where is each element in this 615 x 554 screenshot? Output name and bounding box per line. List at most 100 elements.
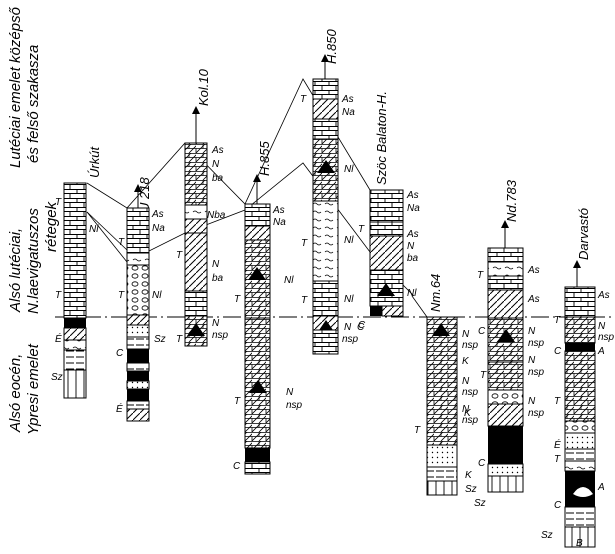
- section-symbol: As: [406, 190, 419, 201]
- section-symbol: T: [55, 290, 62, 301]
- section-symbol: T: [301, 238, 308, 249]
- section-symbol: nsp: [286, 400, 303, 411]
- stage-upper-line2: és felső szakasza: [25, 45, 42, 163]
- section-szoc-balaton: Szöc Balaton-H. As Na As N ba Nl T C: [358, 91, 420, 331]
- section-symbol: C: [233, 461, 241, 472]
- section-symbol: As: [211, 145, 224, 156]
- section-symbol: T: [118, 290, 125, 301]
- section-symbol: nsp: [528, 338, 545, 349]
- section-u218: U 218 As Na T Nl T C É Sz: [116, 177, 166, 421]
- section-symbol: C: [478, 326, 486, 337]
- section-symbol: K: [462, 356, 470, 367]
- section-symbol: K: [465, 470, 473, 481]
- section-symbol: T: [176, 334, 183, 345]
- section-name: Nd.783: [504, 179, 519, 222]
- section-symbol: É: [116, 402, 123, 415]
- section-symbol: As: [527, 294, 540, 305]
- section-symbol: nsp: [462, 387, 479, 398]
- section-symbol: T: [234, 396, 241, 407]
- section-symbol: T: [554, 454, 561, 465]
- section-symbol: Na: [407, 203, 420, 214]
- section-symbol: As: [527, 265, 540, 276]
- section-name: H.850: [324, 29, 339, 64]
- stage-labels: Lutéciai emelet középső és felső szakasz…: [7, 6, 60, 435]
- section-symbol: Nl: [407, 288, 417, 299]
- section-symbol: N: [528, 355, 536, 366]
- section-h850: H.850 As Na T Nl T Nl T Nl N nsp C: [300, 29, 365, 354]
- section-symbol: Na: [273, 217, 286, 228]
- section-name: Nm.64: [428, 274, 443, 312]
- section-symbol: A: [597, 346, 605, 357]
- section-symbol: Sz: [154, 334, 166, 345]
- section-name: Darvastó: [576, 208, 591, 260]
- section-symbol: nsp: [598, 332, 615, 343]
- section-symbol: nsp: [528, 367, 545, 378]
- section-symbol: As: [406, 229, 419, 240]
- section-symbol: É: [554, 438, 561, 451]
- section-symbol: T: [554, 396, 561, 407]
- section-symbol: Nl: [152, 290, 162, 301]
- section-symbol: Sz: [51, 372, 63, 383]
- section-symbol: N: [462, 376, 470, 387]
- section-name: H.855: [257, 141, 272, 176]
- section-name: Szöc Balaton-H.: [374, 91, 389, 185]
- section-symbol: ba: [407, 253, 419, 264]
- section-symbol: Nl: [344, 294, 354, 305]
- section-symbol: ba: [212, 173, 224, 184]
- section-name: U 218: [137, 177, 152, 212]
- section-symbol: C: [478, 458, 486, 469]
- section-symbol: Nl: [284, 275, 294, 286]
- stage-lower-line2: Ypresi emelet: [25, 343, 42, 435]
- section-nm64: Nm.64 N nsp K N nsp N nsp T K Sz: [414, 274, 479, 495]
- section-symbol: Na: [152, 223, 165, 234]
- section-symbol: T: [477, 270, 484, 281]
- section-symbol: ba: [212, 273, 224, 284]
- section-symbol: C: [116, 348, 124, 359]
- section-symbol: Nl: [344, 235, 354, 246]
- section-symbol: T: [176, 250, 183, 261]
- section-symbol: N: [598, 321, 606, 332]
- section-symbol: Sz: [541, 530, 553, 541]
- section-symbol: T: [118, 237, 125, 248]
- section-symbol: C: [358, 320, 366, 331]
- section-symbol: N: [528, 396, 536, 407]
- section-symbol: C: [554, 346, 562, 357]
- section-symbol: N: [212, 159, 220, 170]
- section-symbol: nsp: [462, 340, 479, 351]
- section-symbol: N: [528, 326, 536, 337]
- section-symbol: T: [554, 315, 561, 326]
- section-h855: H.855 As Na Nl T N nsp T C: [233, 141, 303, 474]
- section-symbol: As: [151, 209, 164, 220]
- section-symbol: B: [576, 538, 583, 549]
- section-symbol: As: [341, 94, 354, 105]
- section-symbol: N: [462, 329, 470, 340]
- section-kol10: Kol.10 As N ba Nba T N ba T N nsp: [176, 68, 229, 346]
- section-symbol: N: [407, 241, 415, 252]
- section-symbol: Na: [342, 107, 355, 118]
- section-symbol: Nl: [344, 164, 354, 175]
- section-symbol: N: [286, 387, 294, 398]
- section-symbol: N: [212, 259, 220, 270]
- section-name: Úrkút: [87, 146, 102, 178]
- section-urkut: Úrkút T Nl T É Sz: [51, 146, 102, 398]
- section-symbol: T: [480, 370, 487, 381]
- section-symbol: Nba: [207, 210, 226, 221]
- section-symbol: Sz: [465, 484, 477, 495]
- stage-middle-line1: Alsó lutéciai,: [7, 228, 24, 313]
- stage-upper-line1: Lutéciai emelet középső: [7, 6, 24, 168]
- section-darvasto: Darvastó As T N nsp C A T É T A C Sz B: [541, 208, 615, 549]
- section-symbol: T: [55, 197, 62, 208]
- stage-lower-line1: Alsó eocén,: [7, 354, 24, 433]
- section-symbol: T: [301, 295, 308, 306]
- section-symbol: T: [300, 94, 307, 105]
- section-symbol: T: [234, 294, 241, 305]
- section-symbol: nsp: [342, 334, 359, 345]
- section-symbol: T: [358, 224, 365, 235]
- section-symbol: nsp: [528, 408, 545, 419]
- section-symbol: É: [55, 332, 62, 345]
- stage-middle-line3: rétegek: [43, 200, 60, 252]
- section-symbol: As: [597, 290, 610, 301]
- section-symbol: N: [212, 318, 220, 329]
- section-symbol: As: [272, 205, 285, 216]
